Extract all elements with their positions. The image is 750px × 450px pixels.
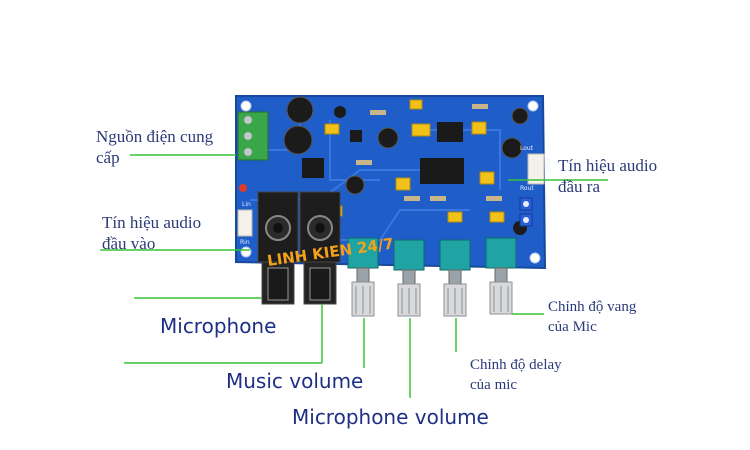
label-line: của mic [470,377,518,393]
label-line: cấp [96,148,120,167]
input-connector [237,209,253,237]
mount-hole [240,100,252,112]
capacitor [345,175,365,195]
label-line: Chỉnh độ vang [548,299,637,315]
label-line: của Mic [548,319,597,335]
ic-chip [350,130,362,142]
label-mic-echo: Chỉnh độ vang của Mic [548,297,636,337]
label-line: đầu vào [102,234,156,253]
ic-chip [437,122,463,142]
silk-gnd: GND [545,158,552,172]
potentiometer-microphone-volume [393,239,425,317]
label-microphone: Microphone [160,314,277,338]
power-terminal [237,111,269,161]
label-line: đầu ra [558,177,601,196]
capacitor [501,137,523,159]
capacitor [377,127,399,149]
mount-hole [240,246,252,258]
microphone-jack-right [299,191,341,305]
silk-rin: Rin [240,239,250,246]
capacitor [286,96,314,124]
label-line: Tín hiệu audio [558,156,658,175]
silk-lin: Lin [242,201,251,208]
capacitor [511,107,529,125]
trimmers [519,197,533,227]
power-led [239,184,247,192]
leader-lines [100,154,608,398]
ic-chip [420,158,464,184]
label-line: Tín hiệu audio [102,213,202,232]
potentiometer-mic-echo [485,237,517,315]
silk-rout: Rout [520,185,534,192]
potentiometer-music-volume [347,237,379,317]
label-power-supply: Nguồn điện cung cấp [96,126,213,168]
label-microphone-volume: Microphone volume [292,405,489,429]
label-music-volume: Music volume [226,369,364,393]
capacitor [283,125,313,155]
resistors [356,104,502,201]
mount-hole [529,252,541,264]
output-connector [527,153,545,185]
microphone-jack-left [257,191,299,305]
mount-hole [527,100,539,112]
silk-lout: Lout [520,145,534,152]
capacitor [334,106,346,118]
label-audio-output: Tín hiệu audio đầu ra [558,155,657,197]
label-mic-delay: Chỉnh độ delay của mic [470,355,562,395]
label-line: Chỉnh độ delay [470,357,562,373]
label-audio-input: Tín hiệu audio đầu vào [102,212,201,254]
label-line: Nguồn điện cung [96,127,214,146]
potentiometer-mic-delay [439,239,471,317]
ic-chip [302,158,324,178]
